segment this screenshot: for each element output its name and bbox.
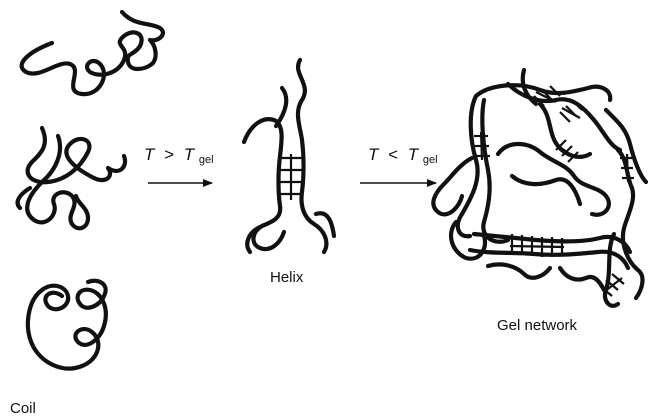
gel-network-group: Gel network	[433, 70, 646, 334]
helix-strand-right	[298, 60, 334, 252]
gel-junction-rung	[481, 132, 482, 160]
gel-strand-inner	[498, 144, 609, 215]
coil-strand-1	[22, 12, 163, 94]
transition-heating-subscript: gel	[199, 154, 214, 166]
transition-cooling-subscript: gel	[423, 154, 438, 166]
gel-junction-rung	[560, 112, 570, 122]
transition-cooling-threshold: T	[408, 145, 420, 164]
coil-strand-3	[28, 281, 106, 369]
gel-junction	[556, 140, 578, 162]
transition-heating-condition: T > T gel	[144, 145, 214, 166]
transition-heating-variable: T	[144, 145, 156, 164]
coil-strand-2	[18, 128, 125, 228]
transition-cooling: T < T gel	[360, 145, 438, 183]
gel-junction-rung	[558, 146, 576, 158]
gel-strand-right	[605, 110, 646, 306]
coil-label: Coil	[10, 400, 36, 417]
helix-group: Helix	[244, 60, 334, 286]
transition-cooling-relation: <	[388, 145, 398, 164]
transition-heating-threshold: T	[184, 145, 196, 164]
gel-junction	[474, 132, 490, 160]
helix-strand-left	[244, 88, 286, 252]
transition-heating: T > T gel	[144, 145, 214, 183]
transition-cooling-condition: T < T gel	[368, 145, 438, 166]
coil-group: Coil	[10, 12, 163, 417]
gel-junction	[620, 154, 634, 182]
gel-junction-rung	[627, 154, 628, 182]
transition-cooling-variable: T	[368, 145, 380, 164]
transition-heating-relation: >	[164, 145, 174, 164]
gel-strand-frame	[458, 85, 610, 242]
helix-label: Helix	[270, 269, 304, 286]
gel-network-label: Gel network	[497, 317, 578, 334]
helix-crosslinks	[280, 154, 303, 200]
gel-junction-rung	[510, 246, 564, 247]
